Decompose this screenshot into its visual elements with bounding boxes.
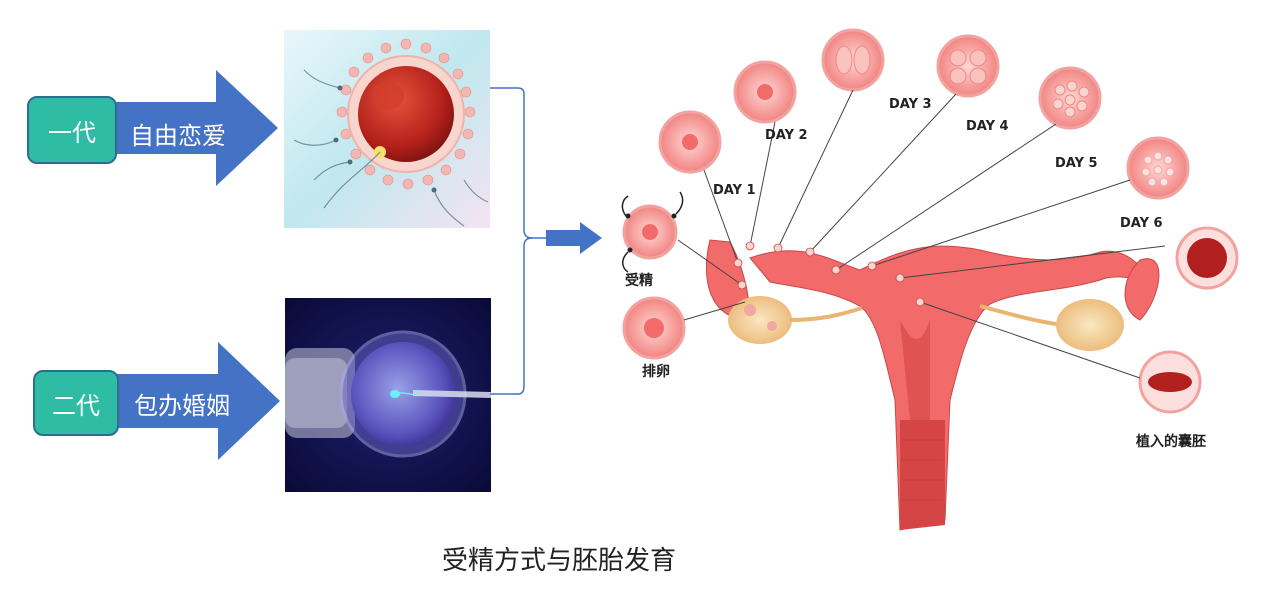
cell-day4 xyxy=(936,34,1000,98)
connector-lines xyxy=(490,87,602,395)
stage-label-day2: DAY 2 xyxy=(765,128,808,143)
cell-day1 xyxy=(658,110,722,174)
gen2-box-label: 二代 xyxy=(52,391,100,420)
cell-day2 xyxy=(733,60,797,124)
uterus-diagram xyxy=(621,28,1239,531)
gen1-arrow-label: 自由恋爱 xyxy=(130,122,226,150)
gen2-arrow-label: 包办婚姻 xyxy=(134,392,230,420)
ovulation-label: 排卵 xyxy=(642,364,670,380)
cell-implanted xyxy=(1138,350,1202,414)
cell-fertilization xyxy=(621,191,684,273)
cell-day6 xyxy=(1126,136,1190,200)
gen1-box-label: 一代 xyxy=(48,118,96,147)
stage-label-day5: DAY 5 xyxy=(1055,156,1098,171)
natural-fertilization-image xyxy=(284,30,490,228)
stage-label-day1: DAY 1 xyxy=(713,183,756,198)
ivf-injection-image xyxy=(285,298,491,492)
stage-label-day3: DAY 3 xyxy=(889,97,932,112)
cell-day3 xyxy=(821,28,885,92)
diagram-caption: 受精方式与胚胎发育 xyxy=(441,546,676,576)
fertilization-label: 受精 xyxy=(625,273,653,289)
cell-ovulation xyxy=(622,296,686,360)
gen1-arrow xyxy=(110,70,278,186)
stage-label-day4: DAY 4 xyxy=(966,119,1009,134)
implanted-blastocyst-label: 植入的囊胚 xyxy=(1136,434,1206,450)
gen2-box: 二代 xyxy=(33,370,119,436)
cell-day5 xyxy=(1038,66,1102,130)
gen1-box: 一代 xyxy=(27,96,117,164)
gen2-arrow xyxy=(112,342,280,460)
stage-label-day6: DAY 6 xyxy=(1120,216,1163,231)
cell-blastocyst xyxy=(1175,226,1239,290)
